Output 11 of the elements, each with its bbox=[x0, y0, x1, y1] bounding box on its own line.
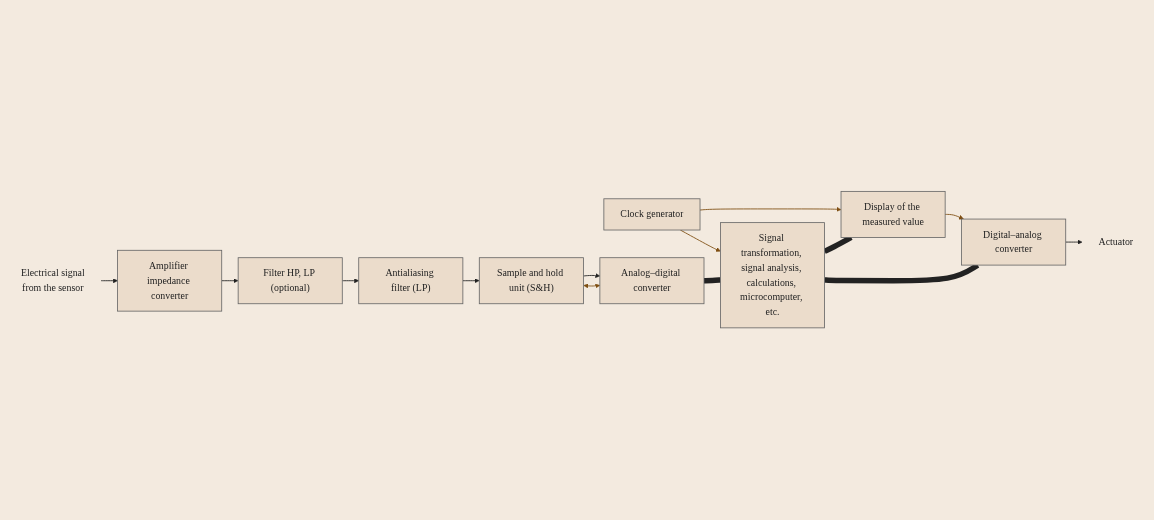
node-box: Display of the measured value bbox=[840, 191, 946, 239]
node-box: Signal transformation, signal analysis, calculations, microcomputer, etc. bbox=[720, 222, 825, 329]
node-box: Analog–digital converter bbox=[599, 257, 705, 305]
node-box: Filter HP, LP (optional) bbox=[237, 257, 343, 305]
node-box: Sample and hold unit (S&H) bbox=[478, 257, 584, 305]
node-box: Antialiasing filter (LP) bbox=[358, 257, 464, 305]
node-box: Amplifier impedance converter bbox=[117, 250, 223, 312]
node-box: Digital–analog converter bbox=[961, 219, 1067, 266]
node-text: Actuator bbox=[1098, 236, 1134, 248]
node-text: Electrical signal from the sensor bbox=[20, 267, 85, 294]
node-box: Clock generator bbox=[603, 198, 701, 231]
